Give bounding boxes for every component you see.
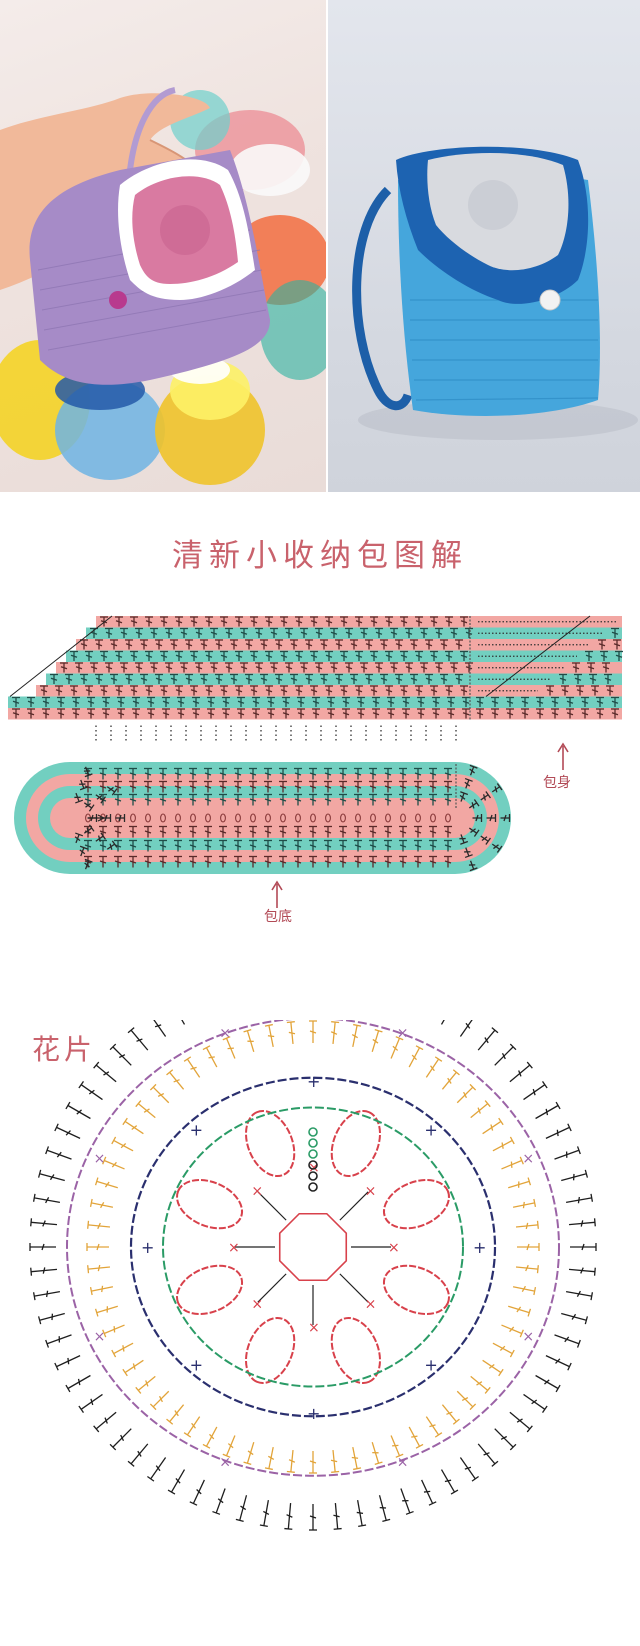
photo-blue-purse xyxy=(328,0,640,492)
svg-text:×: × xyxy=(397,1026,409,1042)
svg-text:+: + xyxy=(190,1121,203,1140)
photo-purple-purse xyxy=(0,0,326,492)
svg-text:×: × xyxy=(397,1454,409,1470)
svg-text:×: × xyxy=(228,1240,240,1256)
purse-base-label: 包底 xyxy=(264,909,292,925)
svg-text:×: × xyxy=(219,1026,231,1042)
svg-text:×: × xyxy=(308,1320,320,1336)
svg-text:+: + xyxy=(307,1072,320,1091)
svg-text:+: + xyxy=(424,1121,437,1140)
svg-text:×: × xyxy=(365,1297,377,1313)
body-arrow-icon xyxy=(557,742,569,770)
purse-body-stitch-chart xyxy=(8,615,623,742)
svg-text:×: × xyxy=(219,1454,231,1470)
purse-body-label: 包身 xyxy=(543,775,571,791)
flower-motif-chart: × × × × × × × × + × + × + × + × + × + × + × + × xyxy=(29,1020,597,1531)
svg-text:×: × xyxy=(94,1151,106,1167)
svg-text:×: × xyxy=(251,1297,263,1313)
purple-purse-illustration xyxy=(0,87,326,485)
base-arrow-icon xyxy=(271,880,283,908)
svg-text:×: × xyxy=(251,1183,263,1199)
svg-text:+: + xyxy=(307,1404,320,1423)
diagram-title: 清新小收纳包图解 xyxy=(172,538,468,574)
motif-label: 花片 xyxy=(32,1033,97,1066)
svg-text:+: + xyxy=(473,1238,486,1257)
purse-base-stitch-chart xyxy=(14,762,511,874)
svg-text:+: + xyxy=(424,1355,437,1374)
svg-text:×: × xyxy=(94,1329,106,1345)
svg-text:×: × xyxy=(308,1160,320,1176)
svg-text:+: + xyxy=(141,1238,154,1257)
svg-text:×: × xyxy=(522,1329,534,1345)
svg-text:+: + xyxy=(190,1355,203,1374)
svg-text:×: × xyxy=(522,1151,534,1167)
blue-purse-illustration xyxy=(352,146,638,440)
svg-text:×: × xyxy=(365,1183,377,1199)
svg-text:×: × xyxy=(388,1240,400,1256)
